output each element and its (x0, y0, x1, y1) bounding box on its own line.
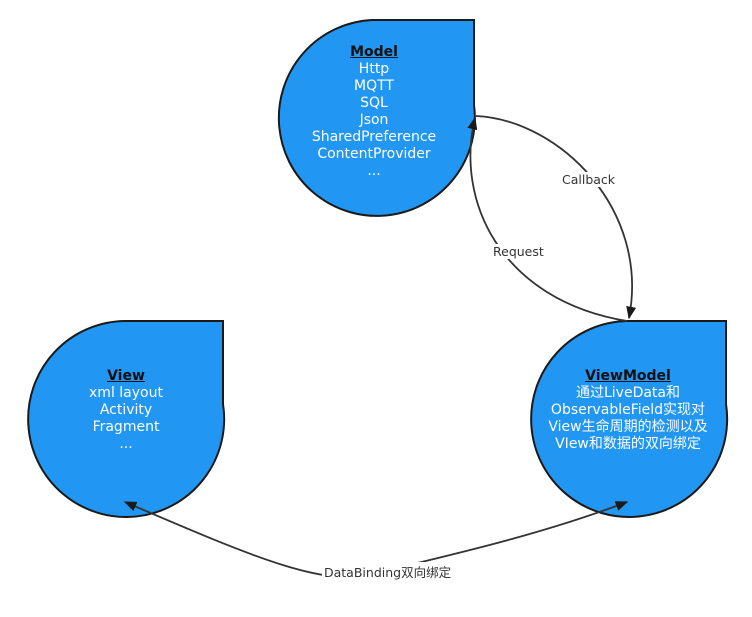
databinding-label: DataBinding双向绑定 (322, 562, 454, 581)
viewmodel-node-shape[interactable] (530, 320, 729, 518)
callback-label: Callback (560, 172, 618, 187)
model-line: Http (358, 61, 390, 77)
view-node[interactable]: View xml layout Activity Fragment ... (28, 366, 224, 454)
model-line: Json (359, 112, 389, 128)
view-line: xml layout (89, 384, 163, 401)
model-line: ContentProvider (317, 146, 431, 162)
viewmodel-title: ViewModel (585, 367, 671, 384)
viewmodel-line: 通过LiveData和 (575, 384, 680, 401)
view-node-shape[interactable] (27, 320, 226, 518)
model-line: MQTT (354, 78, 394, 94)
model-line: SharedPreference (311, 129, 437, 145)
request-edge (467, 116, 628, 322)
view-title: View (107, 367, 145, 384)
viewmodel-line: View生命周期的检测以及 (548, 418, 708, 435)
view-line: ... (119, 435, 133, 452)
viewmodel-node[interactable]: ViewModel 通过LiveData和 ObservableField实现对… (530, 366, 726, 454)
model-line: SQL (360, 95, 388, 111)
model-title: Model (350, 44, 398, 60)
model-line: ... (367, 163, 381, 179)
view-line: Fragment (92, 418, 160, 435)
callback-edge (475, 115, 637, 320)
model-node[interactable]: Model Http MQTT SQL Json SharedPreferenc… (275, 42, 473, 182)
request-label: Request (491, 244, 546, 259)
viewmodel-line: VIew和数据的双向绑定 (555, 435, 701, 452)
view-line: Activity (99, 401, 153, 418)
viewmodel-line: ObservableField实现对 (550, 401, 706, 418)
model-node-shape[interactable] (277, 19, 476, 217)
